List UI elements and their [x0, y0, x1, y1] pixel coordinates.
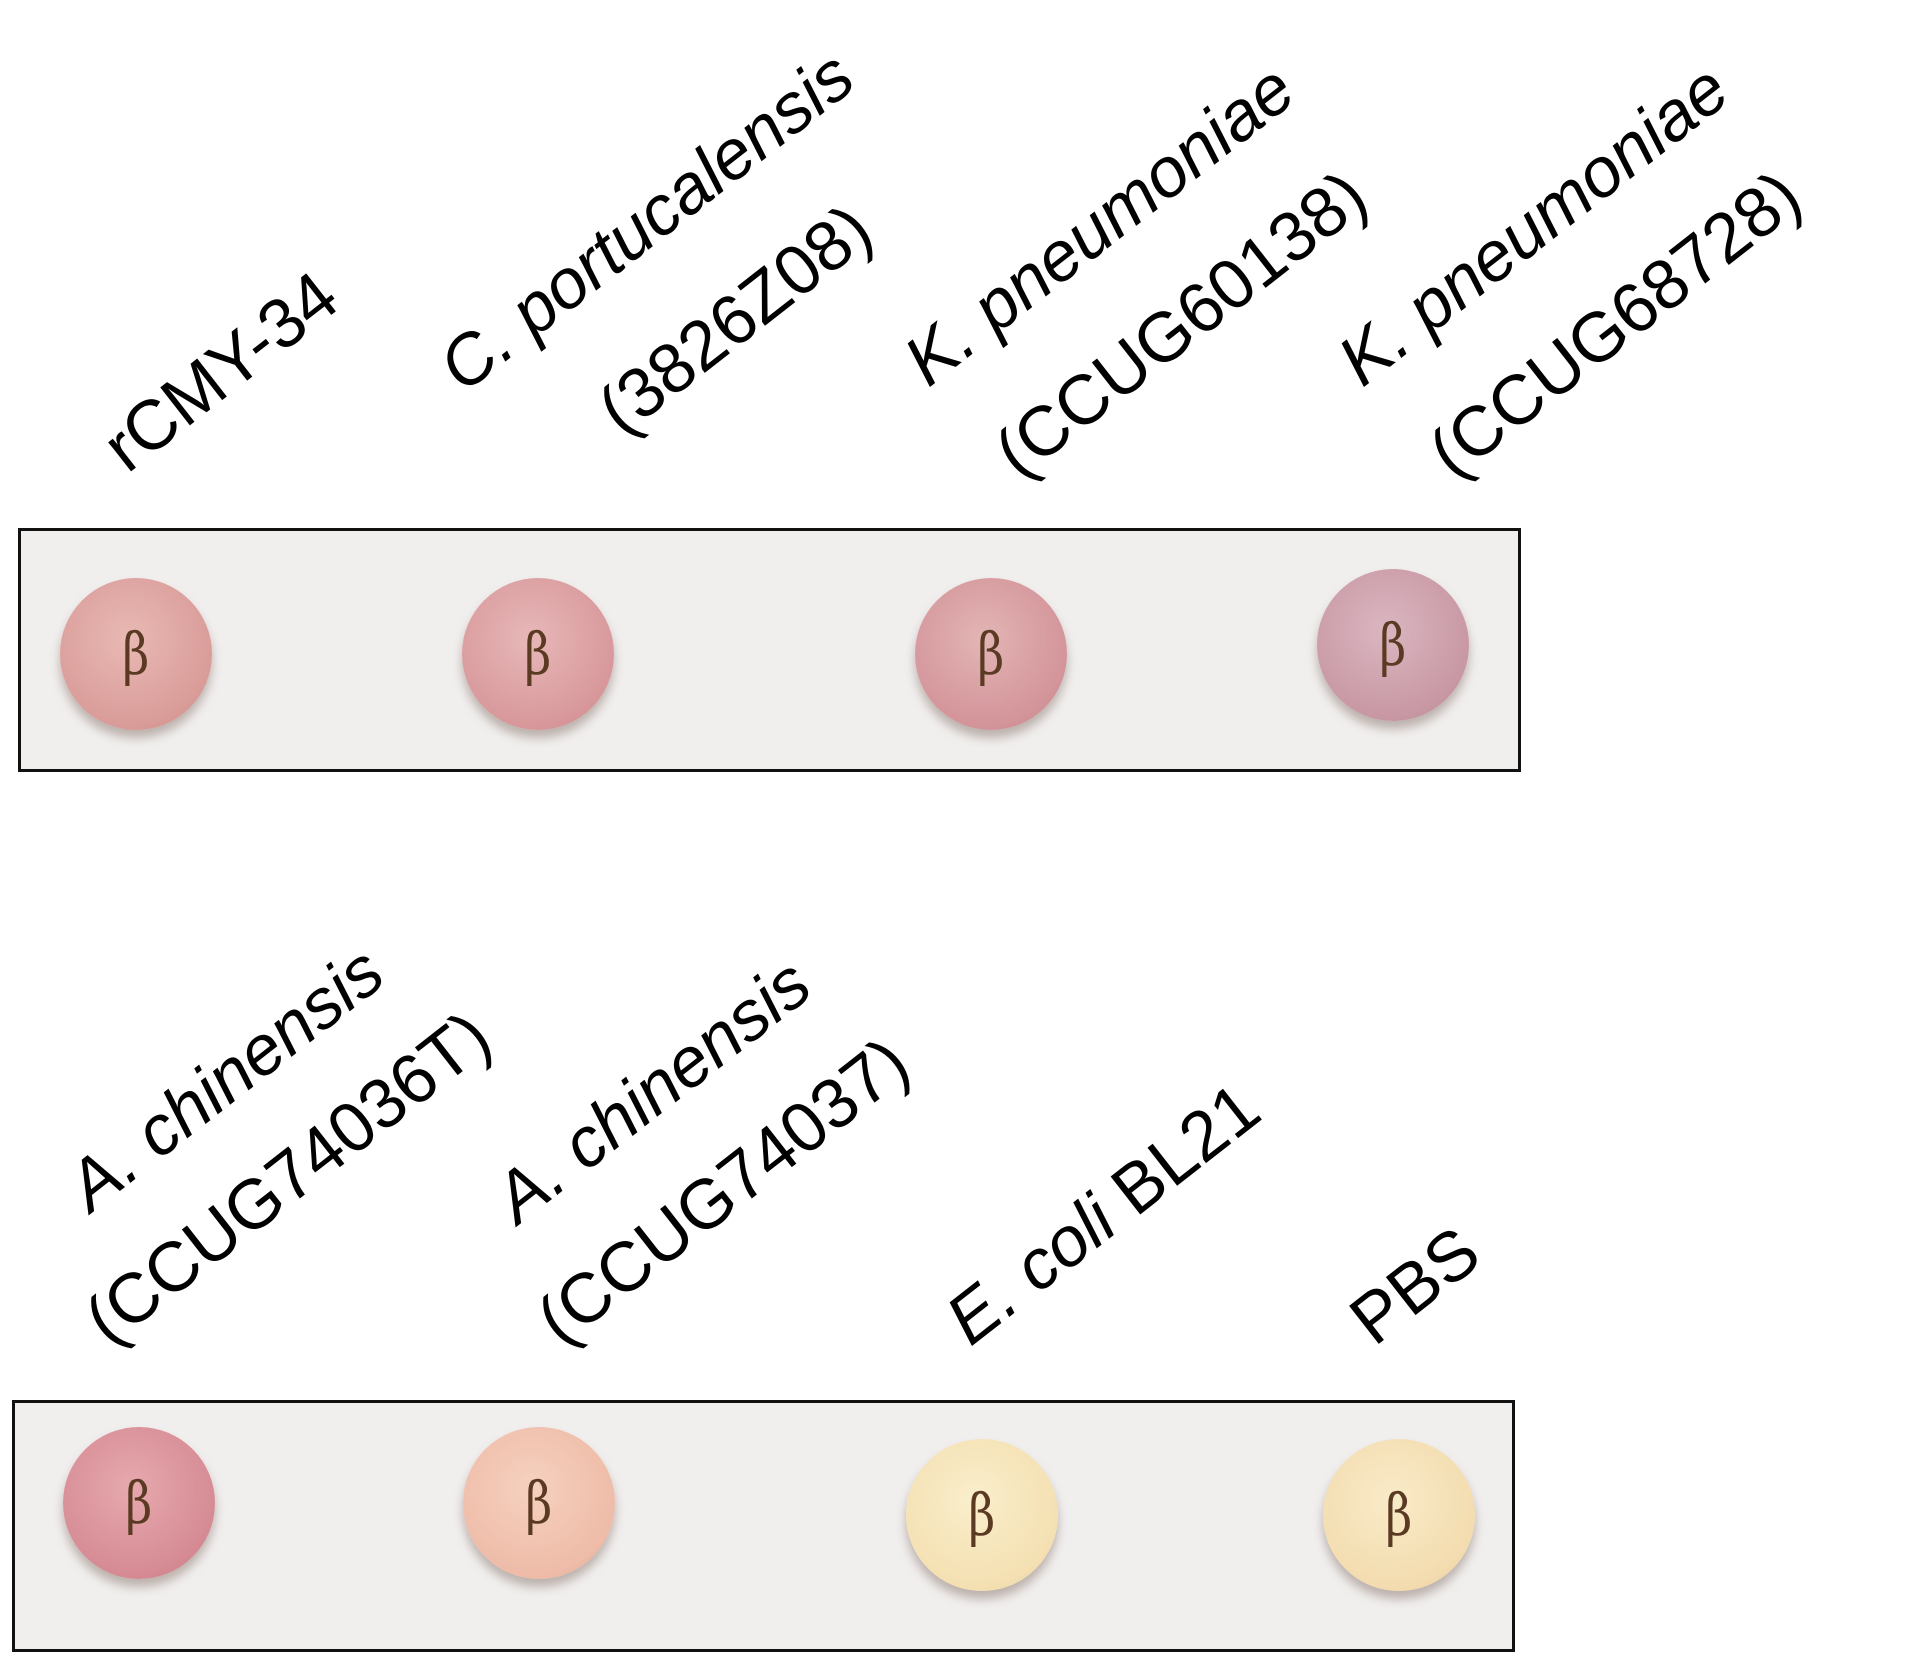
label-e-coli: E. coli BL21 [931, 1067, 1274, 1360]
disc-k-pneumoniae-2: β [1317, 569, 1469, 721]
beta-symbol: β [977, 620, 1005, 688]
disc-a-chinensis-1: β [63, 1427, 215, 1579]
label-rcmy34: rCMY-34 [88, 256, 353, 487]
label-text: rCMY-34 [88, 256, 353, 487]
beta-symbol: β [122, 620, 150, 688]
top-strip [18, 528, 1521, 772]
disc-a-chinensis-2: β [463, 1427, 615, 1579]
label-text: PBS [1335, 1211, 1494, 1360]
species-name: E. coli [931, 1180, 1130, 1360]
disc-k-pneumoniae-1: β [915, 578, 1067, 730]
beta-symbol: β [524, 620, 552, 688]
beta-symbol: β [968, 1481, 996, 1549]
disc-pbs: β [1323, 1439, 1475, 1591]
beta-symbol: β [525, 1469, 553, 1537]
disc-e-coli: β [906, 1439, 1058, 1591]
beta-symbol: β [1385, 1481, 1413, 1549]
strain-id: BL21 [1096, 1067, 1274, 1230]
bottom-strip [12, 1400, 1515, 1652]
beta-symbol: β [125, 1469, 153, 1537]
disc-c-portucalensis: β [462, 578, 614, 730]
beta-symbol: β [1379, 611, 1407, 679]
label-pbs: PBS [1335, 1211, 1493, 1359]
disc-rcmy34: β [60, 578, 212, 730]
